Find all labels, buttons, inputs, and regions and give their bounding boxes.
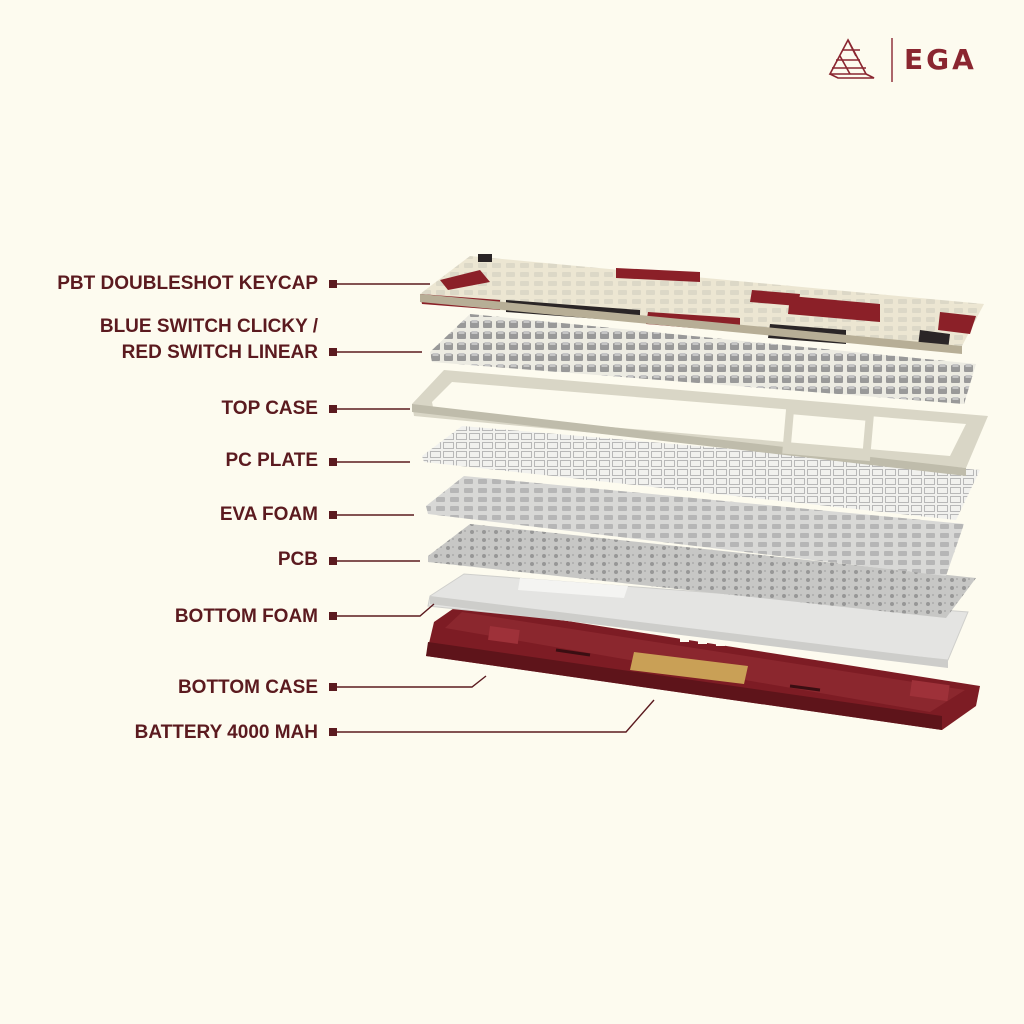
label-bottom-case: BOTTOM CASE <box>177 677 318 698</box>
battery-shape <box>630 652 748 684</box>
bottom-foam-layer <box>427 573 969 661</box>
bullet-top-case <box>329 405 337 413</box>
label-switch-line1: BLUE SWITCH CLICKY / <box>99 316 318 337</box>
leader-lines <box>337 283 655 733</box>
label-bottom-foam: BOTTOM FOAM <box>174 606 318 627</box>
label-keycap: PBT DOUBLESHOT KEYCAP <box>57 273 318 294</box>
bottom-case-layer <box>426 604 980 730</box>
bullet-pc-plate <box>329 458 337 466</box>
label-pc-plate: PC PLATE <box>225 450 318 471</box>
pcb-layer <box>428 524 976 618</box>
eva-foam-layer <box>426 476 964 576</box>
brand-name: EGA <box>904 43 977 76</box>
bullet-battery <box>329 728 337 736</box>
keycaps-layer <box>420 254 984 354</box>
bullet-bottom-case <box>329 683 337 691</box>
bullet-pcb <box>329 557 337 565</box>
bullet-switch <box>329 348 337 356</box>
pc-plate-layer <box>422 426 980 520</box>
label-battery: BATTERY 4000 MAH <box>134 722 318 743</box>
label-pcb: PCB <box>277 549 318 570</box>
switches-layer <box>430 314 976 404</box>
bullet-bottom-foam <box>329 612 337 620</box>
bullet-keycap <box>329 280 337 288</box>
brand-logo-icon <box>828 38 893 82</box>
top-case-layer <box>412 370 988 476</box>
label-top-case: TOP CASE <box>221 398 318 419</box>
bullet-eva-foam <box>329 511 337 519</box>
label-switch-line2: RED SWITCH LINEAR <box>121 342 318 363</box>
label-eva-foam: EVA FOAM <box>219 504 318 525</box>
